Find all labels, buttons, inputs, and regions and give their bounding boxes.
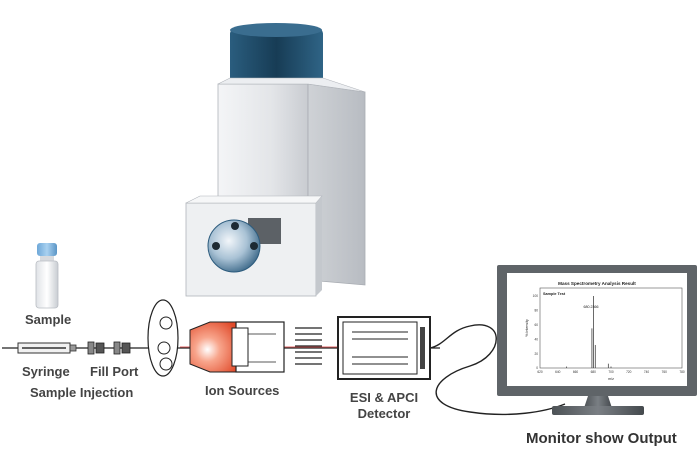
mass-spectrometer <box>185 23 366 297</box>
x-tick-label: 700 <box>608 370 614 374</box>
spectrum-chart: Mass Spectrometry Analysis Result Sample… <box>525 281 685 381</box>
knob-hole-2 <box>212 242 220 250</box>
detector-cable <box>429 324 566 416</box>
injection-valve <box>147 299 179 377</box>
label-fill-port: Fill Port <box>90 364 139 379</box>
machine-tower-top <box>217 77 366 93</box>
syringe-tip <box>69 344 77 352</box>
machine-top-cylinder <box>230 28 323 86</box>
x-tick-label: 720 <box>626 370 632 374</box>
valve-hole-1 <box>159 316 173 330</box>
fill-port <box>87 341 131 355</box>
ion-source <box>189 321 285 373</box>
vial-body <box>35 260 59 309</box>
vial-neck <box>40 256 54 261</box>
x-tick-label: 760 <box>662 370 668 374</box>
x-tick-label: 640 <box>555 370 561 374</box>
monitor-base <box>552 406 644 415</box>
y-tick-label: 20 <box>534 352 538 356</box>
y-ticks: 100 80 60 40 20 0 <box>533 294 539 370</box>
chart-plot-frame <box>539 287 683 369</box>
y-tick-label: 80 <box>534 309 538 313</box>
knob-hole-1 <box>231 222 239 230</box>
label-sample: Sample <box>25 312 72 327</box>
y-tick-label: 40 <box>534 337 538 341</box>
x-tick-label: 660 <box>573 370 579 374</box>
y-tick-label: 100 <box>533 294 539 298</box>
peak-label: 680.2366 <box>584 305 599 309</box>
label-detector-line1: ESI & APCI <box>349 390 419 405</box>
knob-hole-3 <box>250 242 258 250</box>
label-ion-sources: Ion Sources <box>205 383 280 398</box>
label-syringe: Syringe <box>22 364 70 379</box>
machine-front-block-top <box>185 195 323 204</box>
label-sample-injection: Sample Injection <box>30 385 134 400</box>
ion-optics <box>295 327 322 365</box>
monitor-neck <box>584 396 612 408</box>
y-tick-label: 60 <box>534 323 538 327</box>
x-tick-label: 780 <box>679 370 685 374</box>
vial-cap <box>37 243 57 256</box>
chart-subtitle: Sample Test <box>543 292 566 296</box>
ion-source-collar <box>231 327 249 367</box>
fill-port-fitting-4 <box>121 342 131 354</box>
detector-inner <box>342 321 418 375</box>
machine-top-cap <box>230 23 322 37</box>
spectrum-peaks <box>566 296 612 368</box>
fill-port-fitting-2 <box>95 342 105 354</box>
valve-hole-3 <box>159 357 173 371</box>
chart-ylabel: % Intensity <box>525 319 529 337</box>
fill-port-fitting-1 <box>87 341 95 355</box>
x-tick-label: 620 <box>537 370 543 374</box>
syringe <box>17 342 77 354</box>
chart-xlabel: m/z <box>608 377 614 381</box>
label-detector-line2: Detector <box>357 406 411 421</box>
fill-port-fitting-3 <box>113 341 121 355</box>
x-tick-label: 740 <box>644 370 650 374</box>
machine-front-block-side <box>316 196 322 296</box>
sample-vial <box>35 243 59 309</box>
x-tick-label: 680 <box>591 370 597 374</box>
machine-knob <box>207 219 261 273</box>
chart-title: Mass Spectrometry Analysis Result <box>558 281 636 286</box>
detector <box>337 316 431 380</box>
valve-hole-2 <box>157 341 171 355</box>
monitor: Mass Spectrometry Analysis Result Sample… <box>497 265 697 415</box>
y-tick-label: 0 <box>536 366 538 370</box>
label-monitor-output: Monitor show Output <box>526 430 677 447</box>
x-ticks: 620 640 660 680 700 720 740 760 780 <box>537 370 685 374</box>
detector-plate <box>420 327 425 369</box>
